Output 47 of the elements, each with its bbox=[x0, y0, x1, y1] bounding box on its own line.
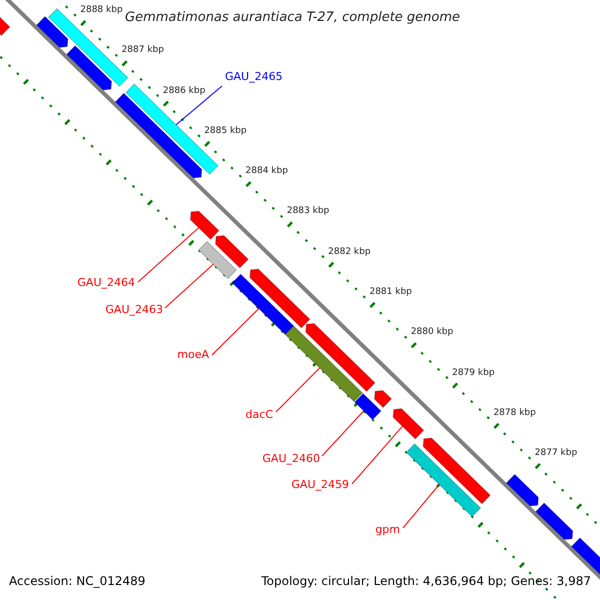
gene-label: moeA bbox=[177, 349, 209, 360]
scale-label: 2884 kbp bbox=[246, 167, 288, 176]
gene-label: dacC bbox=[246, 409, 273, 420]
accession-text: Accession: NC_012489 bbox=[9, 575, 146, 587]
scale-label: 2879 kbp bbox=[452, 368, 495, 378]
gene-feature bbox=[354, 393, 382, 420]
leader-line bbox=[352, 426, 403, 484]
genome-summary-text: Topology: circular; Length: 4,636,964 bp; Genes: 3,987 bbox=[261, 575, 591, 587]
leader-line bbox=[212, 308, 260, 356]
leader-line bbox=[402, 484, 440, 528]
gene-feature bbox=[190, 210, 220, 240]
scale-label: 2883 kbp bbox=[286, 207, 330, 216]
gene-label: GAU_2460 bbox=[262, 453, 320, 464]
gene-label: gpm bbox=[375, 524, 400, 535]
leader-line bbox=[164, 264, 214, 308]
scale-label: 2886 kbp bbox=[162, 86, 206, 96]
scale-label: 2885 kbp bbox=[204, 126, 247, 136]
gene-feature bbox=[374, 390, 392, 408]
gene-feature bbox=[198, 240, 237, 280]
leader-line bbox=[176, 86, 222, 126]
scale-label: 2877 kbp bbox=[534, 449, 578, 458]
title: Gemmatimonas aurantiaca T-27, complete genome bbox=[125, 11, 460, 24]
scale-label: 2887 kbp bbox=[122, 46, 164, 56]
gene-feature bbox=[232, 274, 294, 336]
scale-label: 2881 kbp bbox=[369, 288, 412, 297]
scale-label: 2888 kbp bbox=[80, 6, 123, 16]
gene-feature bbox=[284, 325, 363, 402]
gene-feature bbox=[66, 45, 112, 90]
gene-feature bbox=[305, 323, 376, 392]
gene-feature bbox=[36, 16, 68, 48]
gene-feature bbox=[215, 235, 249, 268]
gene-feature bbox=[422, 438, 491, 504]
gene-label: GAU_2464 bbox=[77, 277, 135, 288]
gene-feature bbox=[506, 474, 539, 506]
gene-feature bbox=[406, 443, 482, 518]
leader-line bbox=[276, 368, 320, 412]
scale-label: 2882 kbp bbox=[328, 248, 371, 257]
scale-label: 2878 kbp bbox=[493, 408, 536, 418]
gene-feature bbox=[392, 408, 424, 440]
gene-label: GAU_2459 bbox=[291, 479, 349, 490]
gene-feature bbox=[249, 268, 310, 328]
scale-label: 2880 kbp bbox=[410, 328, 454, 338]
gene-label: GAU_2463 bbox=[105, 304, 163, 315]
leader-line bbox=[138, 227, 200, 282]
gene-feature bbox=[535, 502, 574, 540]
gene-label: GAU_2465 bbox=[225, 71, 283, 82]
leader-line bbox=[322, 410, 364, 456]
